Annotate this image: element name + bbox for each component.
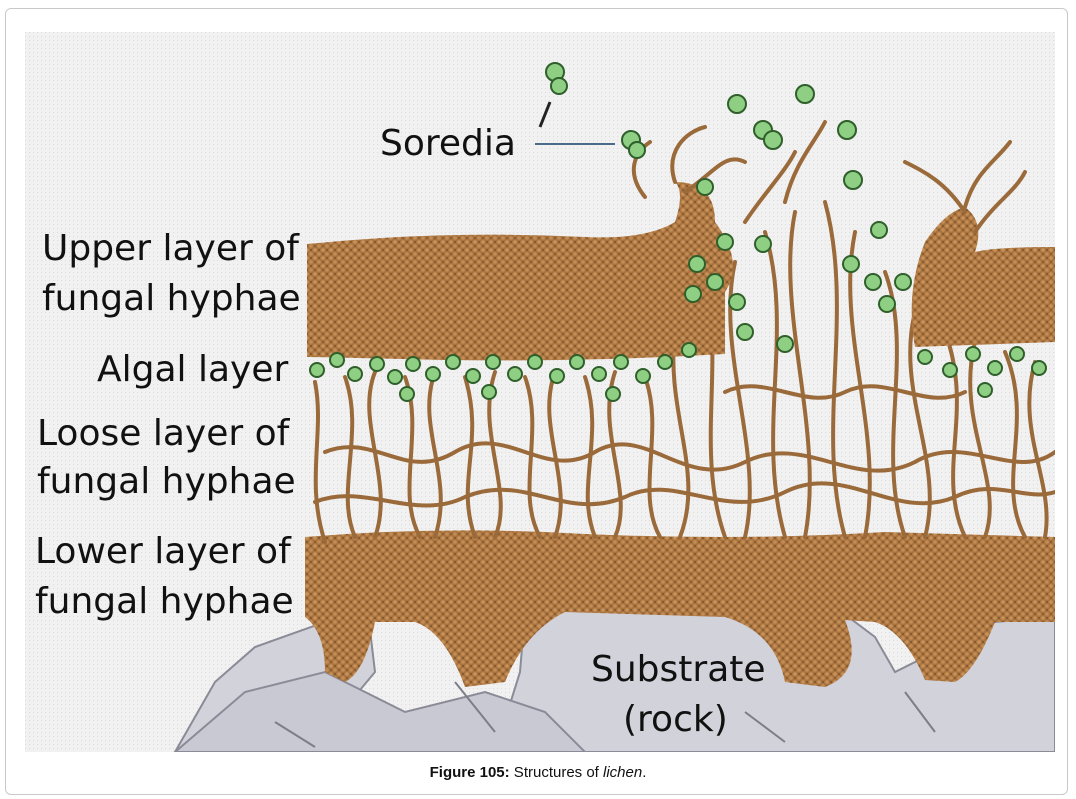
caption-italic: lichen	[603, 764, 642, 781]
label-lower-layer-line2: fungal hyphae	[35, 582, 294, 622]
figure-caption: Figure 105: Structures of lichen.	[0, 764, 1076, 781]
label-substrate-line2: (rock)	[623, 700, 728, 740]
label-loose-layer-line1: Loose layer of	[37, 414, 289, 454]
lichen-diagram: Soredia Upper layer of fungal hyphae Alg…	[25, 32, 1055, 752]
label-lower-layer-line1: Lower layer of	[35, 532, 291, 572]
caption-end: .	[642, 764, 646, 781]
label-substrate-line1: Substrate	[591, 650, 766, 690]
caption-text: Structures of	[510, 764, 603, 781]
caption-label: Figure 105:	[430, 764, 510, 781]
label-soredia: Soredia	[380, 124, 516, 164]
label-upper-layer-line1: Upper layer of	[42, 229, 299, 269]
lichen-illustration	[25, 32, 1055, 752]
label-algal-layer: Algal layer	[97, 350, 288, 390]
label-upper-layer-line2: fungal hyphae	[42, 279, 301, 319]
label-loose-layer-line2: fungal hyphae	[37, 462, 296, 502]
